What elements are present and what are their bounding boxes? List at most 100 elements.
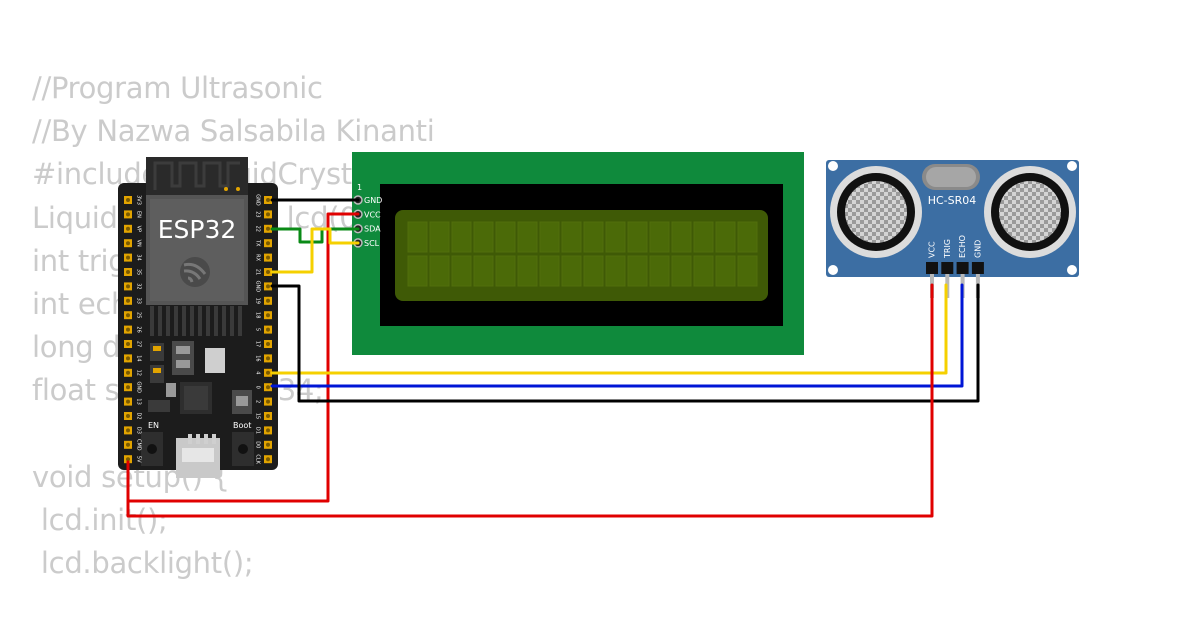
esp32-pin-label: 33 (136, 298, 142, 304)
esp32-pin-label: D2 (136, 412, 142, 419)
lcd-char-cell (407, 221, 428, 253)
esp32-pin-label: GND (136, 381, 142, 393)
esp32-pin-label: CMD (136, 439, 142, 451)
esp32-pin-label: GND (255, 194, 261, 206)
esp32-pin-label: D3 (136, 427, 142, 434)
esp32-pin-label: TX (255, 239, 261, 247)
sensor-pin-label: VCC (928, 241, 937, 258)
lcd-pin-number: 1 (357, 183, 362, 192)
esp32-pin-label: 4 (255, 371, 261, 374)
wire-vcc-sensor (126, 283, 934, 518)
esp32-pin-label: 27 (136, 341, 142, 347)
wire-trig (270, 283, 948, 375)
esp32-pin-label: CLK (255, 454, 261, 464)
lcd-char-cell (605, 221, 626, 253)
sensor-pin-housing (926, 262, 938, 274)
esp32-pin-label: 5 (255, 328, 261, 331)
boot-button-label: Boot (233, 421, 251, 430)
lcd-char-cell (517, 221, 538, 253)
esp32-pin-label: EN (136, 211, 142, 218)
wires (126, 198, 980, 518)
lcd-char-cell (627, 255, 648, 287)
esp32-pin-label: 35 (136, 269, 142, 275)
sensor-pin-housing (971, 262, 984, 274)
lcd-char-cell (671, 221, 692, 253)
lcd-char-cell (693, 255, 714, 287)
lcd-char-cell (407, 255, 428, 287)
esp32-pin-label: 14 (136, 355, 142, 361)
esp32-pin-label: D0 (255, 441, 261, 448)
lcd-char-cell (539, 255, 560, 287)
wire-sda-lcd (270, 227, 360, 244)
sensor-pin-label: TRIG (943, 239, 952, 259)
lcd-char-cell (583, 255, 604, 287)
lcd-char-cell (517, 255, 538, 287)
sensor-label: HC-SR04 (928, 194, 977, 207)
lcd-display[interactable]: 1 GND VCC SDA SCL (352, 152, 804, 355)
esp32-pin-label: 23 (255, 211, 261, 217)
esp32-pin-label: RX (255, 254, 261, 261)
code-line: lcd.backlight(); (32, 546, 254, 581)
esp32-pin-label: 34 (136, 254, 142, 260)
esp32-pin-label: GND (255, 281, 261, 293)
esp32-board[interactable]: ESP32 EN Boot (118, 157, 278, 478)
lcd-pin-label: VCC (364, 210, 381, 219)
lcd-char-cell (495, 221, 516, 253)
esp32-pin-label: 3V3 (136, 195, 142, 205)
lcd-pin-label: GND (364, 196, 382, 205)
esp32-pin-label: 21 (255, 269, 261, 275)
esp32-pin-label: 15 (255, 413, 261, 419)
lcd-char-cell (473, 255, 494, 287)
wire-scl-lcd (270, 227, 360, 274)
espressif-logo-icon (180, 257, 210, 287)
lcd-char-cell (539, 221, 560, 253)
lcd-char-cell (649, 255, 670, 287)
esp32-pin-label: 19 (255, 298, 261, 304)
esp32-pin-label: 17 (255, 341, 261, 347)
lcd-char-cell (451, 255, 472, 287)
lcd-char-cell (451, 221, 472, 253)
esp32-pin-label: 26 (136, 326, 142, 332)
lcd-char-cell (495, 255, 516, 287)
lcd-char-cell (561, 255, 582, 287)
wire-gnd-sensor (270, 283, 980, 403)
lcd-char-cell (671, 255, 692, 287)
transmitter-icon (830, 166, 922, 258)
lcd-char-cell (649, 221, 670, 253)
esp32-pin-label: 18 (255, 312, 261, 318)
lcd-char-cell (627, 221, 648, 253)
receiver-icon (984, 166, 1076, 258)
sensor-pin-housing (956, 262, 969, 274)
code-line: //Program Ultrasonic (32, 71, 323, 105)
lcd-pin-label: SDA (364, 225, 381, 234)
lcd-char-cell (605, 255, 626, 287)
esp32-pin-label: 12 (136, 370, 142, 376)
lcd-char-cell (737, 221, 758, 253)
esp32-pin-label: 16 (255, 355, 261, 361)
lcd-char-cell (429, 255, 450, 287)
lcd-char-cell (715, 221, 736, 253)
esp32-label: ESP32 (158, 215, 237, 244)
lcd-char-cell (561, 221, 582, 253)
wire-echo (270, 283, 964, 388)
esp32-pin-label: 2 (255, 400, 261, 403)
esp32-pin-label: VP (136, 226, 142, 232)
sensor-pin-housing (941, 262, 954, 274)
lcd-pin-label: SCL (364, 239, 380, 248)
esp32-pin-label: VN (136, 240, 142, 247)
sensor-pin-label: GND (973, 240, 982, 258)
esp32-pin-label: 0 (255, 386, 261, 389)
esp32-pin-label: D1 (255, 427, 261, 434)
esp32-pin-label: 13 (136, 398, 142, 404)
lcd-char-cell (737, 255, 758, 287)
esp32-pin-label: 25 (136, 312, 142, 318)
lcd-char-cell (715, 255, 736, 287)
code-line: //By Nazwa Salsabila Kinanti (32, 114, 435, 149)
lcd-char-cell (693, 221, 714, 253)
esp32-pin-label: 32 (136, 283, 142, 289)
esp32-pin-label: 5V (136, 456, 142, 463)
